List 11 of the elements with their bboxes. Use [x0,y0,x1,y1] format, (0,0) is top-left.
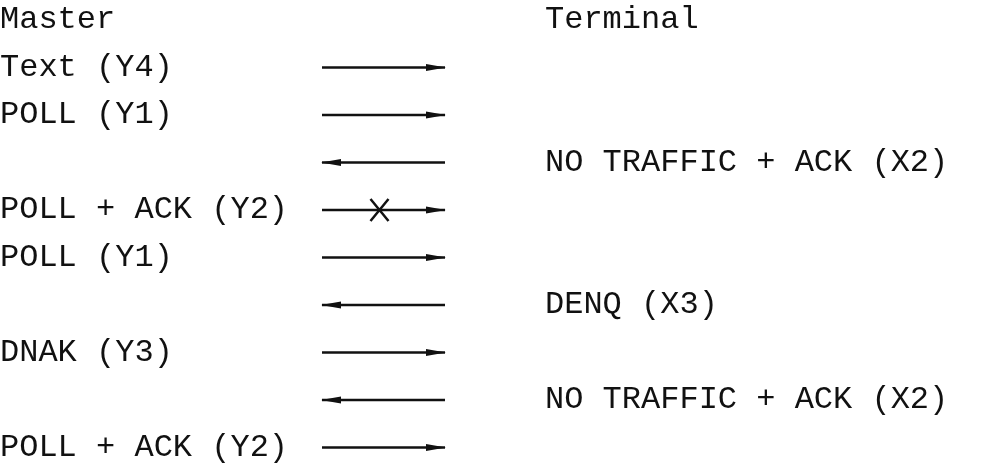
message-text: Text (Y4) [0,49,173,86]
message-text: NO TRAFFIC + ACK (X2) [545,144,949,181]
message-text: DNAK (Y3) [0,334,173,371]
column-heading: Master [0,2,116,38]
message-text: POLL (Y1) [0,239,173,276]
message-text: POLL + ACK (Y2) [0,192,289,228]
message-text: NO TRAFFIC + ACK (X2) [545,382,949,418]
message-text: POLL (Y1) [0,97,173,133]
message-text: DENQ (X3) [545,287,718,323]
column-heading: Terminal [545,2,699,38]
message-text: POLL + ACK (Y2) [0,429,289,466]
